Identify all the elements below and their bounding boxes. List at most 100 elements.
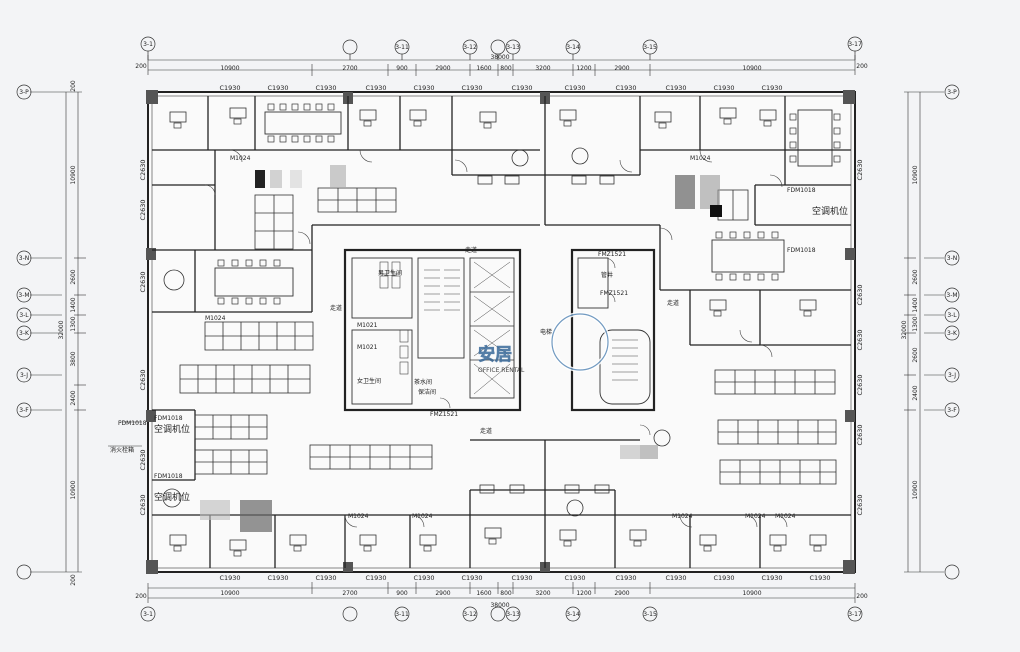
- bottom-seg: 800: [500, 590, 512, 597]
- door-code: M1024: [205, 315, 226, 322]
- bottom-seg: 10900: [220, 590, 239, 597]
- window-label: C1930: [713, 574, 734, 582]
- room-label-mens-wc: 男卫生间: [378, 269, 402, 277]
- watermark-logo: 安居 OFFICE RENTAL: [478, 312, 610, 374]
- privacy-blur-blocks: [200, 165, 722, 532]
- top-window-labels: C1930 C1930 C1930 C1930 C1930 C1930 C193…: [219, 84, 782, 92]
- window-label: C2630: [856, 329, 864, 350]
- door-code: M1024: [348, 513, 369, 520]
- axis-bubble-label: 3-P: [947, 89, 957, 96]
- window-label: C1930: [315, 574, 336, 582]
- axis-bubble-label: 3-M: [946, 292, 957, 299]
- core-block: [343, 248, 656, 412]
- left-annotation: [108, 421, 142, 447]
- axis-bubble-label: 3-12: [463, 611, 477, 618]
- left-total: 32000: [58, 320, 65, 339]
- window-label: C1930: [413, 574, 434, 582]
- window-label: C1930: [713, 84, 734, 92]
- room-label-elevator: 电梯: [540, 328, 552, 336]
- axis-bubble-label: 3-15: [643, 44, 657, 51]
- bottom-seg: 10900: [742, 590, 761, 597]
- right-seg: 1300: [912, 316, 919, 331]
- window-label: C1930: [665, 84, 686, 92]
- watermark-sub: OFFICE RENTAL: [478, 367, 525, 374]
- elevator-cross-marks: [473, 261, 511, 395]
- bottom-seg: 2700: [342, 590, 357, 597]
- left-seg: 10900: [70, 480, 77, 499]
- door-code: FMZ1521: [430, 411, 458, 418]
- room-label-corridor-right: 走道: [667, 299, 679, 307]
- bottom-axis-bubbles: [140, 606, 863, 622]
- axis-bubble-label: 3-13: [506, 611, 520, 618]
- window-label: C2630: [139, 271, 147, 292]
- right-seg: 10900: [912, 165, 919, 184]
- top-seg: 3200: [535, 65, 550, 72]
- door-code: FDM1018: [787, 247, 816, 254]
- window-label: C1930: [365, 574, 386, 582]
- annotation-text: FDM1018: [118, 420, 147, 427]
- left-dim-labels: 10900 2600 1400 1300 3800 2400 10900 320…: [58, 80, 77, 586]
- door-code-labels: M1024 M1021 M1021 FMZ1521 FMZ1521 FMZ152…: [154, 155, 816, 520]
- door-swings: [204, 149, 788, 528]
- bottom-seg: 1200: [576, 590, 591, 597]
- room-label-tea: 茶水间: [414, 378, 432, 386]
- right-total: 32000: [901, 320, 908, 339]
- axis-bubble-label: 3-11: [395, 44, 409, 51]
- bottom-right-edge: 200: [856, 593, 868, 600]
- door-code: M1024: [230, 155, 251, 162]
- door-code: M1024: [775, 513, 796, 520]
- right-seg: 2600: [912, 269, 919, 284]
- window-label: C1930: [564, 574, 585, 582]
- door-code: M1024: [690, 155, 711, 162]
- bottom-window-labels: C1930 C1930 C1930 C1930 C1930 C1930 C193…: [219, 574, 830, 582]
- door-code: FDM1018: [154, 415, 183, 422]
- axis-bubble-label: 3-M: [18, 292, 29, 299]
- axis-bubble-label: 3-F: [947, 407, 957, 414]
- axis-bubble-label: 3-K: [19, 330, 30, 337]
- axis-bubble-label: 3-P: [19, 89, 29, 96]
- axis-bubble-label: 3-L: [947, 312, 957, 319]
- door-code: FMZ1521: [600, 290, 628, 297]
- window-label: C1930: [413, 84, 434, 92]
- conference-chairs: [217, 103, 841, 305]
- window-label: C1930: [219, 84, 240, 92]
- top-seg: 2700: [342, 65, 357, 72]
- top-seg: 800: [500, 65, 512, 72]
- right-seg: 1400: [912, 297, 919, 312]
- window-label: C1930: [564, 84, 585, 92]
- window-label: C1930: [809, 574, 830, 582]
- window-label: C1930: [365, 84, 386, 92]
- window-label: C1930: [615, 84, 636, 92]
- top-seg: 10900: [742, 65, 761, 72]
- window-label: C2630: [139, 159, 147, 180]
- axis-bubble-label: 3-N: [19, 255, 29, 262]
- watermark-brand: 安居: [478, 344, 512, 365]
- axis-bubble-label: 3-14: [566, 44, 580, 51]
- window-label: C1930: [461, 84, 482, 92]
- ac-room-label-left-lower: 空调机位: [154, 491, 190, 503]
- building-outline: [147, 91, 856, 573]
- right-dim-labels: 10900 2600 1400 1300 2600 2400 10900 320…: [901, 165, 919, 499]
- left-axis-bubbles: [16, 84, 32, 580]
- axis-bubble-label: 3-L: [19, 312, 29, 319]
- axis-bubble-label: 3-15: [643, 611, 657, 618]
- axis-bubble-label: 3-N: [947, 255, 957, 262]
- door-code: M1021: [357, 344, 378, 351]
- window-label: C1930: [461, 574, 482, 582]
- left-top-edge: 200: [70, 80, 77, 92]
- right-seg: 2600: [912, 347, 919, 362]
- axis-bubble-label: 3-1: [143, 41, 153, 48]
- bottom-seg: 2900: [614, 590, 629, 597]
- window-label: C1930: [219, 574, 240, 582]
- room-label-corridor-bottom: 走道: [480, 427, 492, 435]
- window-label: C1930: [511, 574, 532, 582]
- ac-room-label-left: 空调机位: [154, 423, 190, 435]
- bottom-total-dim: 38000: [490, 602, 509, 609]
- top-left-edge: 200: [135, 63, 147, 70]
- stair-treads: [424, 269, 638, 381]
- axis-bubble-label: 3-12: [463, 44, 477, 51]
- conference-table: [214, 109, 833, 297]
- window-label: C1930: [615, 574, 636, 582]
- left-dimension-string: [30, 91, 86, 573]
- door-code: M1024: [672, 513, 693, 520]
